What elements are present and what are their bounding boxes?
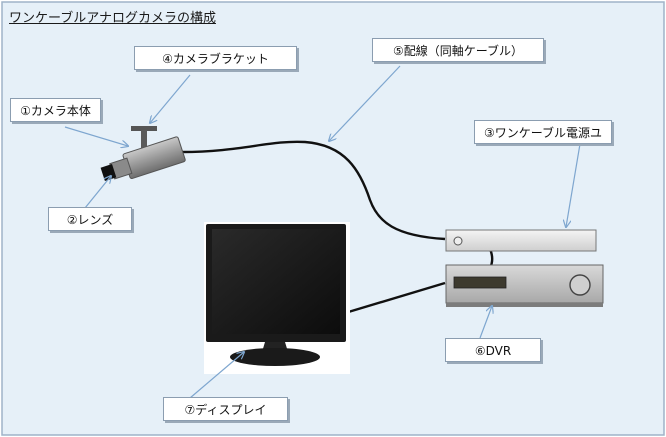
label-camera-body: ①カメラ本体 [10, 98, 101, 122]
arrow-dvr [479, 306, 492, 339]
arrow-display [189, 352, 244, 399]
label-display: ⑦ディスプレイ [163, 397, 288, 421]
label-lens: ②レンズ [48, 207, 132, 231]
arrow-bracket [150, 74, 191, 123]
label-power-unit: ③ワンケーブル電源ユ [474, 120, 612, 144]
arrow-camera-body [64, 126, 128, 146]
arrow-lens [84, 176, 111, 209]
label-dvr: ⑥DVR [445, 338, 541, 362]
dvr-icon [445, 264, 604, 307]
label-bracket: ④カメラブラケット [134, 46, 297, 70]
label-cable: ⑤配線（同軸ケーブル） [372, 38, 544, 62]
camera-bracket-icon [131, 126, 157, 148]
diagram-title: ワンケーブルアナログカメラの構成 [9, 11, 216, 26]
arrow-power-unit [566, 143, 581, 227]
display-monitor-icon [204, 222, 350, 374]
arrow-cable [329, 65, 401, 141]
camera-icon [100, 136, 186, 182]
coaxial-cable [181, 140, 446, 241]
dvr-to-display-cable [344, 281, 446, 315]
power-unit-icon [445, 229, 597, 252]
